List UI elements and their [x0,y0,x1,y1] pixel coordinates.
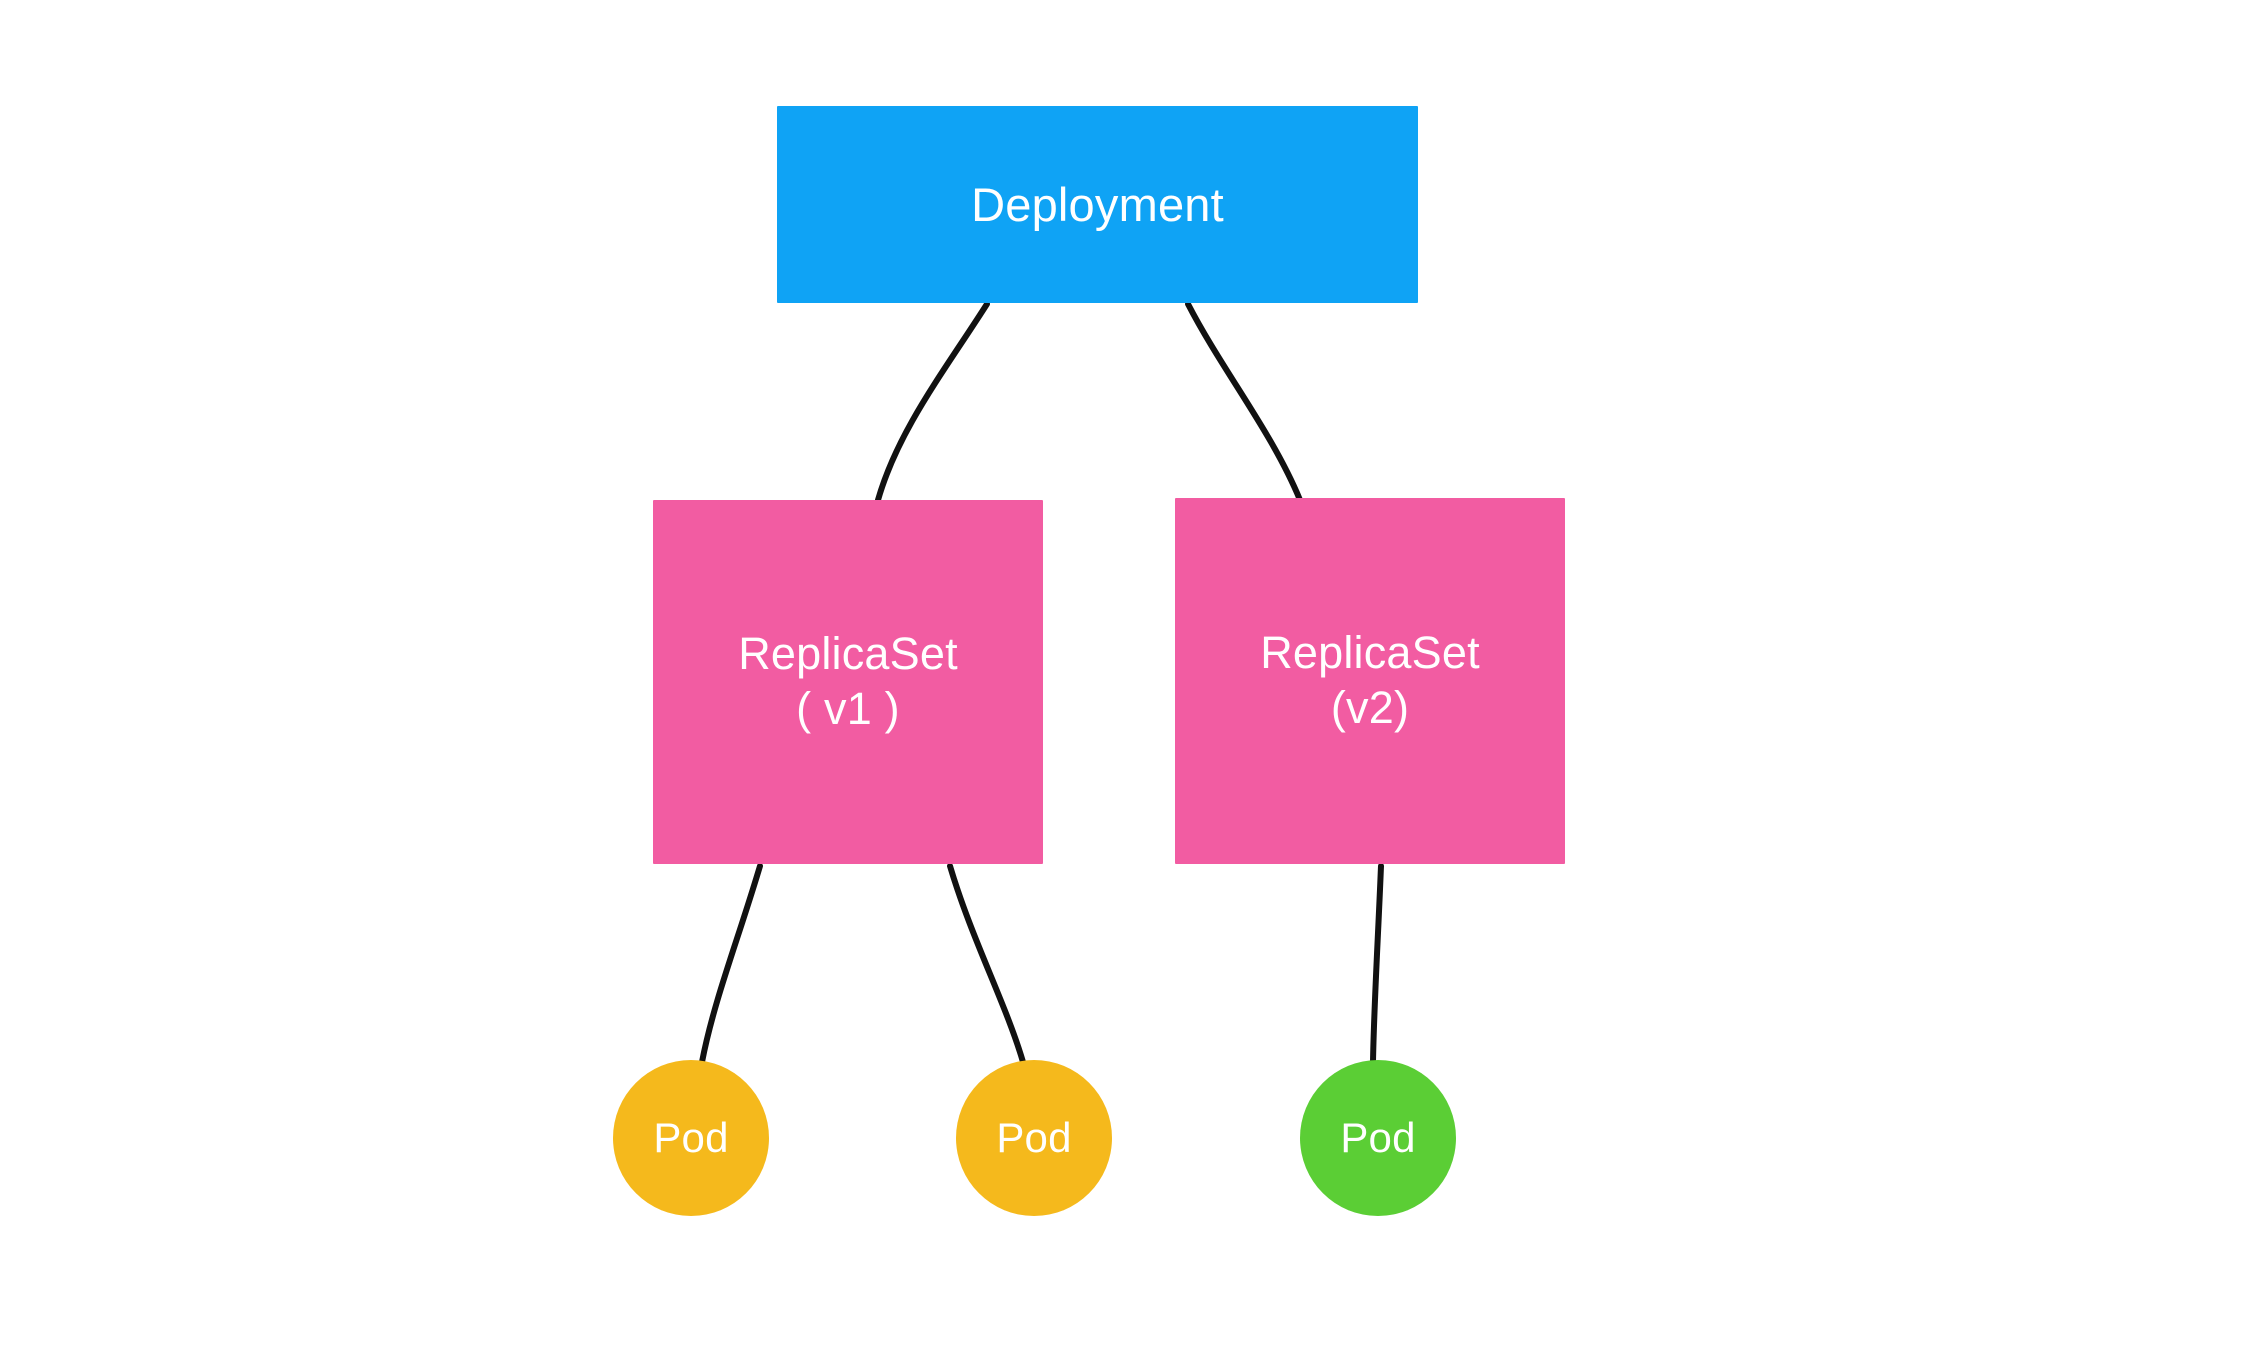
edge-deployment-to-replicaset-v1 [875,301,990,503]
node-pod-3[interactable]: Pod [1300,1060,1456,1216]
edge-replicaset-v2-to-pod-3 [1370,863,1384,1065]
node-replicaset-v2-label: ReplicaSet (v2) [1260,627,1480,733]
node-replicaset-v1[interactable]: ReplicaSet ( v1 ) [653,500,1043,864]
node-deployment[interactable]: Deployment [777,106,1418,303]
edge-replicaset-v1-to-pod-2 [947,863,1026,1065]
node-pod-1[interactable]: Pod [613,1060,769,1216]
edge-deployment-to-replicaset-v2 [1185,301,1303,503]
node-replicaset-v2[interactable]: ReplicaSet (v2) [1175,498,1565,864]
node-deployment-label: Deployment [971,177,1224,231]
edge-replicaset-v1-to-pod-1 [699,863,763,1065]
node-pod-1-label: Pod [653,1114,729,1162]
node-pod-3-label: Pod [1340,1114,1416,1162]
node-replicaset-v1-label: ReplicaSet ( v1 ) [738,628,958,734]
node-pod-2-label: Pod [996,1114,1072,1162]
node-pod-2[interactable]: Pod [956,1060,1112,1216]
